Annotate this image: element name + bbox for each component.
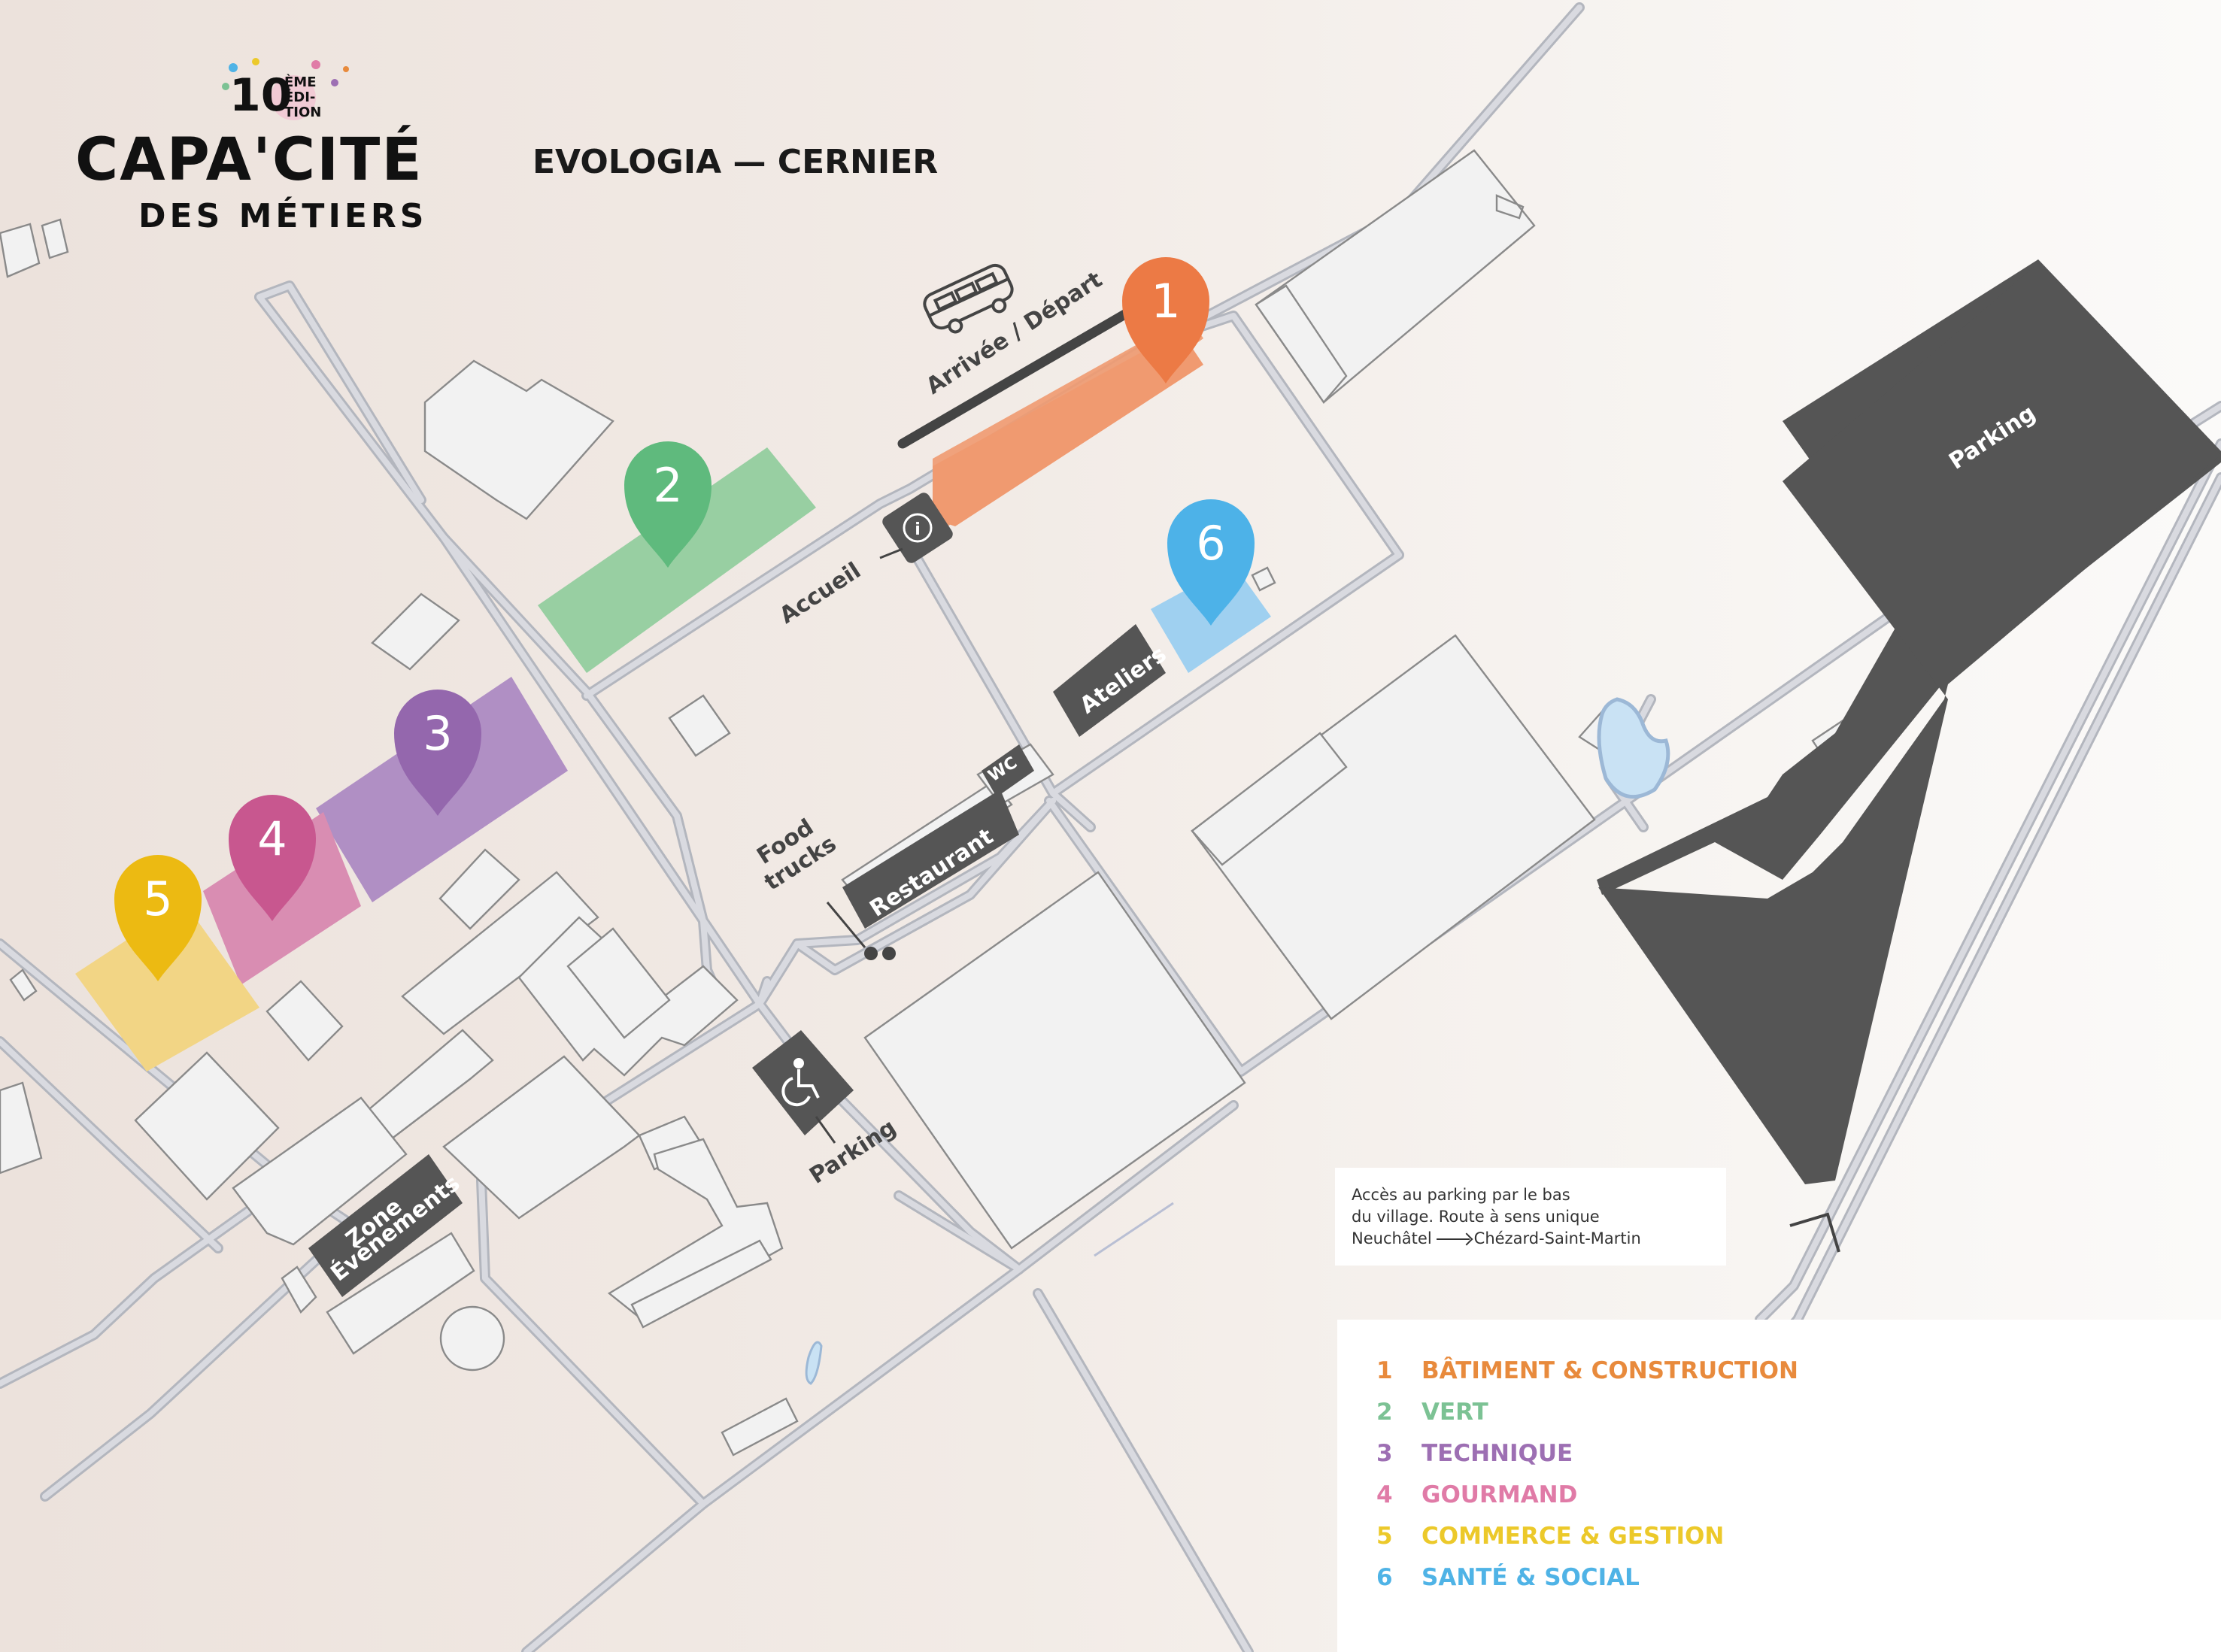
pin-number: 4 (257, 811, 287, 866)
route-to: Chézard-Saint-Martin (1473, 1229, 1641, 1247)
legend-item[interactable]: 1 BÂTIMENT & CONSTRUCTION (1376, 1357, 1798, 1384)
legend-number: 6 (1376, 1564, 1393, 1591)
ponds (805, 697, 1670, 1385)
main-parking-area[interactable]: Parking (1597, 259, 2221, 1184)
legend-label: COMMERCE & GESTION (1422, 1523, 1725, 1550)
edition-number: 10 (229, 69, 293, 122)
map-pin-icon[interactable]: 6 (1167, 499, 1255, 626)
legend-label: VERT (1422, 1399, 1488, 1426)
map-pin-icon[interactable]: 2 (624, 441, 712, 568)
edition-suffix: ÈME ÉDI-TION (284, 74, 322, 120)
pin-number: 2 (653, 458, 682, 513)
zone-5-area[interactable] (75, 902, 259, 1072)
map-pin-icon[interactable]: 5 (114, 855, 202, 981)
bus-icon (923, 263, 1014, 334)
legend-number: 5 (1376, 1523, 1393, 1550)
pin-number: 3 (423, 706, 452, 761)
pin-number: 1 (1151, 274, 1180, 329)
arrow-right-icon (1436, 1238, 1470, 1240)
pin-number: 5 (143, 871, 172, 926)
legend-number: 3 (1376, 1440, 1393, 1467)
parking-access-note: Accès au parking par le bas du village. … (1335, 1168, 1726, 1266)
legend: 1 BÂTIMENT & CONSTRUCTION 2 VERT 3 TECHNIQU… (1337, 1320, 2221, 1652)
location-title: EVOLOGIA — CERNIER (532, 143, 939, 181)
event-subtitle: DES MÉTIERS (138, 197, 428, 235)
map-pin-icon[interactable]: 4 (229, 795, 316, 921)
zone-2-area[interactable] (538, 447, 816, 673)
zone-1-area-main[interactable] (933, 331, 1203, 526)
legend-number: 2 (1376, 1399, 1393, 1426)
event-title: CAPA'CITÉ (75, 126, 423, 194)
zone-pins: 1 2 3 4 5 6 (114, 257, 1255, 981)
logo: 10 ÈME ÉDI-TION CAPA'CITÉ DES MÉTIERS (75, 45, 481, 241)
legend-item[interactable]: 6 SANTÉ & SOCIAL (1376, 1564, 1640, 1591)
legend-label: SANTÉ & SOCIAL (1422, 1564, 1640, 1591)
legend-item[interactable]: 2 VERT (1376, 1399, 1488, 1426)
legend-number: 4 (1376, 1481, 1393, 1508)
one-way-arrow-icon (1789, 1212, 1840, 1253)
wheelchair-icon (781, 1058, 820, 1107)
map-pin-icon[interactable]: 1 (1122, 257, 1209, 383)
access-note-line-1: Accès au parking par le bas (1352, 1186, 1570, 1204)
map-pin-icon[interactable]: 3 (394, 690, 481, 816)
legend-label: GOURMAND (1422, 1481, 1578, 1508)
edition-badge: 10 ÈME ÉDI-TION (211, 53, 436, 135)
legend-item[interactable]: 5 COMMERCE & GESTION (1376, 1523, 1724, 1550)
access-note-line-2: du village. Route à sens unique (1352, 1208, 1600, 1226)
route-from: Neuchâtel (1352, 1229, 1432, 1247)
legend-item[interactable]: 3 TECHNIQUE (1376, 1440, 1573, 1467)
pin-number: 6 (1196, 516, 1225, 571)
wc-label-box[interactable]: WC (982, 744, 1034, 797)
river (1094, 1202, 1174, 1257)
legend-item[interactable]: 4 GOURMAND (1376, 1481, 1577, 1508)
legend-number: 1 (1376, 1357, 1393, 1384)
legend-label: TECHNIQUE (1422, 1440, 1573, 1467)
access-note-route: Neuchâtel Chézard-Saint-Martin (1352, 1228, 1710, 1250)
zone-areas (75, 316, 1271, 1072)
svg-text:i: i (915, 520, 921, 539)
info-icon: i (903, 513, 933, 543)
legend-label: BÂTIMENT & CONSTRUCTION (1422, 1357, 1798, 1384)
